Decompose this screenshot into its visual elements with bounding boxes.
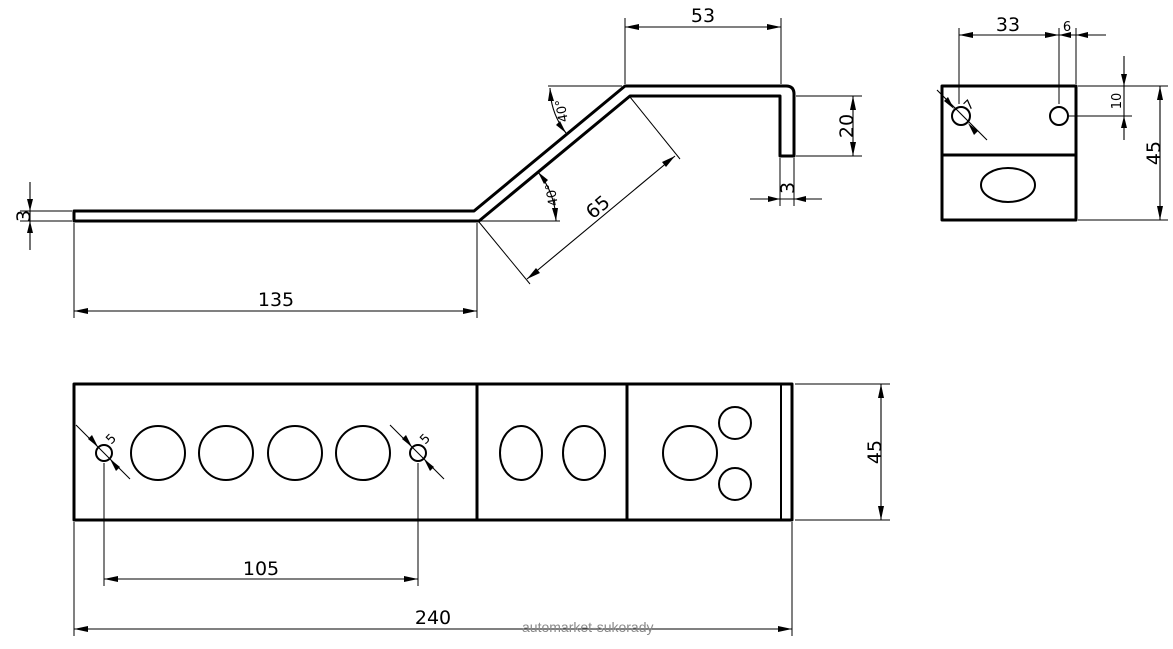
dim-top-length-label: 53 bbox=[691, 5, 715, 27]
side-view: 3 135 65 40° bbox=[13, 5, 862, 318]
end-view: 33 6 10 45 bbox=[936, 14, 1168, 222]
dim-total-length-label: 240 bbox=[415, 607, 451, 629]
dim-thickness-right-label: 3 bbox=[777, 182, 799, 194]
dim-top-height-label: 45 bbox=[864, 440, 886, 464]
dim-end-width: 33 bbox=[958, 14, 1106, 104]
dim-end-offset: 6 bbox=[1059, 20, 1088, 84]
angle-upper-label: 40° bbox=[553, 98, 572, 123]
dim-end-hole-height: 10 bbox=[1068, 56, 1132, 140]
dim-flat-length: 135 bbox=[73, 223, 478, 318]
dim-thickness-left-label: 3 bbox=[13, 210, 35, 222]
dim-top-height: 45 bbox=[795, 383, 890, 521]
end-view-hole-right bbox=[1049, 106, 1069, 126]
bracket-profile-outline bbox=[72, 84, 796, 223]
dim-drop-height-label: 20 bbox=[836, 114, 858, 138]
dim-angle-lower: 40° bbox=[480, 171, 562, 222]
round-hole-2 bbox=[198, 425, 254, 481]
dim-slope-length-label: 65 bbox=[582, 191, 615, 223]
dim-hole-spacing-label: 105 bbox=[243, 558, 279, 580]
dim-flat-length-label: 135 bbox=[258, 289, 294, 311]
end-view-oval-hole bbox=[980, 167, 1036, 203]
round-hole-5 bbox=[662, 425, 718, 481]
dim-end-height: 45 bbox=[1078, 85, 1168, 221]
top-view: 5 5 45 105 bbox=[72, 382, 890, 636]
dim-top-length: 53 bbox=[624, 5, 782, 84]
dim-end-hole-height-label: 10 bbox=[1110, 93, 1125, 110]
oval-hole-1 bbox=[499, 425, 543, 481]
dim-end-height-label: 45 bbox=[1143, 141, 1165, 165]
watermark-text: automarket-sukorady bbox=[522, 619, 654, 635]
small-round-hole-bottom bbox=[718, 467, 752, 501]
dim-hole-dia-left: 5 bbox=[75, 424, 131, 480]
top-view-outline bbox=[72, 382, 794, 522]
end-view-outline bbox=[940, 84, 1078, 222]
dim-thickness-left: 3 bbox=[13, 182, 72, 250]
dim-drop-height: 20 bbox=[796, 95, 862, 157]
round-hole-4 bbox=[335, 425, 391, 481]
dim-end-hole-dia: 7 bbox=[936, 89, 988, 141]
dim-total-length: 240 bbox=[73, 522, 793, 636]
oval-hole-2 bbox=[562, 425, 606, 481]
angle-lower-label: 40° bbox=[543, 182, 562, 207]
round-hole-3 bbox=[267, 425, 323, 481]
dim-end-width-label: 33 bbox=[996, 14, 1020, 36]
small-round-hole-top bbox=[718, 406, 752, 440]
dim-hole-spacing: 105 bbox=[103, 463, 419, 586]
dim-angle-upper: 40° bbox=[548, 85, 622, 134]
dim-thickness-right: 3 bbox=[750, 158, 822, 206]
end-view-hole-left bbox=[951, 106, 971, 126]
dim-end-offset-label: 6 bbox=[1063, 20, 1071, 35]
dim-hole-dia-right: 5 bbox=[389, 424, 445, 480]
round-hole-1 bbox=[130, 425, 186, 481]
